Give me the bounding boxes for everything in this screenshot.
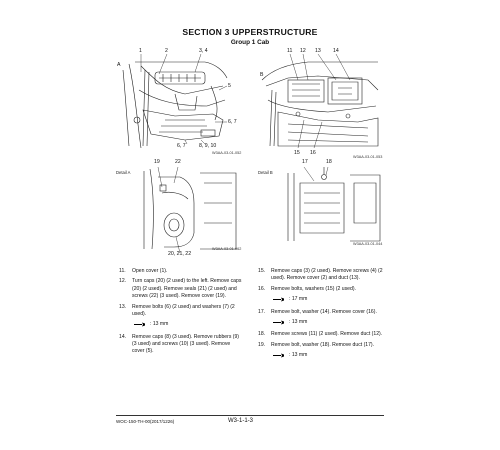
figure-code-top-right: W3AA-03-01-053 bbox=[353, 155, 383, 159]
step-text: Turn caps (20) (2 used) to the left. Rem… bbox=[132, 278, 242, 300]
footer-doc-code: WOC-150-TH-00(2017/1226) bbox=[116, 419, 175, 424]
figure-top-left: 1 2 3, 4 5 6, 7 8, 9, 10 6, 7 A bbox=[115, 48, 243, 154]
callout-5: 5 bbox=[228, 83, 231, 89]
step-19: 19. Remove bolt, washer (18). Remove duc… bbox=[258, 342, 384, 349]
step-14: 14. Remove caps (8) (3 used). Remove rub… bbox=[119, 334, 244, 356]
callout-6-7-right: 6, 7 bbox=[228, 119, 237, 125]
detail-b-illustration bbox=[287, 166, 381, 242]
step-13-spec: : 13 mm bbox=[133, 321, 244, 328]
callout-1: 1 bbox=[139, 48, 142, 54]
figure-code-bottom-left: W3AA-03-01-062 bbox=[212, 247, 242, 251]
detail-a-label: Detail A bbox=[116, 170, 131, 175]
step-12: 12. Turn caps (20) (2 used) to the left.… bbox=[119, 278, 244, 300]
wrench-size: : 13 mm bbox=[150, 321, 169, 328]
section-title: SECTION 3 UPPERSTRUCTURE bbox=[182, 27, 318, 37]
wrench-size: : 13 mm bbox=[289, 352, 308, 359]
step-number: 11. bbox=[119, 268, 126, 274]
step-text: Remove screws (11) (2 used). Remove duct… bbox=[271, 331, 383, 338]
callout-15: 15 bbox=[294, 150, 300, 156]
callout-16: 16 bbox=[310, 150, 316, 156]
step-text: Remove bolt, washer (14). Remove cover (… bbox=[271, 308, 377, 315]
callout-6-7-lower: 6, 7 bbox=[177, 143, 186, 149]
step-text: Remove bolts, washers (15) (2 used). bbox=[271, 285, 356, 292]
wrench-icon bbox=[134, 322, 145, 327]
callout-8-9-10: 8, 9, 10 bbox=[199, 143, 217, 149]
callout-17: 17 bbox=[302, 159, 308, 165]
step-19-spec: : 13 mm bbox=[272, 352, 384, 359]
step-16: 16. Remove bolts, washers (15) (2 used). bbox=[258, 286, 384, 293]
callout-12: 12 bbox=[300, 48, 306, 54]
step-text: Remove bolts (6) (2 used) and washers (7… bbox=[132, 303, 235, 317]
step-text: Remove caps (3) (2 used). Remove screws … bbox=[271, 268, 383, 282]
step-text: Open cover (1). bbox=[132, 268, 168, 274]
callout-14: 14 bbox=[333, 48, 339, 54]
step-16-spec: : 17 mm bbox=[272, 296, 384, 303]
wrench-icon bbox=[273, 353, 284, 358]
cab-rear-right-illustration bbox=[261, 53, 379, 149]
step-17-spec: : 13 mm bbox=[272, 319, 384, 326]
callout-22: 22 bbox=[175, 159, 181, 165]
wrench-size: : 13 mm bbox=[289, 319, 308, 326]
step-number: 17. bbox=[258, 308, 266, 315]
step-18: 18. Remove screws (11) (2 used). Remove … bbox=[258, 331, 384, 338]
callout-18: 18 bbox=[326, 159, 332, 165]
figure-code-top-left: W3AA-03-01-052 bbox=[212, 151, 242, 155]
callout-b: B bbox=[260, 72, 264, 78]
callout-a: A bbox=[117, 62, 121, 68]
step-13: 13. Remove bolts (6) (2 used) and washer… bbox=[119, 304, 244, 319]
step-number: 19. bbox=[258, 341, 266, 348]
cab-interior-left-illustration bbox=[122, 53, 228, 149]
steps-right-column: 15. Remove caps (3) (2 used). Remove scr… bbox=[258, 268, 384, 365]
step-number: 14. bbox=[119, 333, 127, 340]
step-number: 15. bbox=[258, 268, 266, 274]
wrench-size: : 17 mm bbox=[289, 296, 308, 303]
figure-code-bottom-right: W3AA-03-01-044 bbox=[353, 242, 383, 246]
step-number: 18. bbox=[258, 331, 266, 338]
callout-19: 19 bbox=[154, 159, 160, 165]
figure-top-right: 11 12 13 14 15 16 B bbox=[258, 48, 384, 156]
step-number: 16. bbox=[258, 285, 266, 292]
wrench-icon bbox=[273, 297, 284, 302]
detail-b-label: Detail B bbox=[258, 170, 273, 175]
group-title: Group 1 Cab bbox=[230, 39, 270, 46]
detail-a-illustration bbox=[143, 166, 237, 254]
step-number: 12. bbox=[119, 278, 127, 285]
wrench-icon bbox=[273, 320, 284, 325]
callout-13: 13 bbox=[315, 48, 321, 54]
footer-page-number: W3-1-1-3 bbox=[228, 418, 254, 424]
callout-11: 11 bbox=[287, 48, 293, 54]
step-text: Remove bolt, washer (18). Remove duct (1… bbox=[271, 341, 375, 348]
step-17: 17. Remove bolt, washer (14). Remove cov… bbox=[258, 309, 384, 316]
footer-divider bbox=[116, 415, 384, 416]
steps-left-column: 11. Open cover (1). 12. Turn caps (20) (… bbox=[119, 268, 244, 359]
step-text: Remove caps (8) (3 used). Remove rubbers… bbox=[132, 333, 240, 355]
figure-bottom-left: 19 22 20, 21, 22 bbox=[140, 159, 244, 257]
callout-3-4: 3, 4 bbox=[199, 48, 208, 54]
callout-20-21-22: 20, 21, 22 bbox=[168, 251, 192, 257]
step-15: 15. Remove caps (3) (2 used). Remove scr… bbox=[258, 268, 384, 283]
callout-2: 2 bbox=[165, 48, 168, 54]
step-11: 11. Open cover (1). bbox=[119, 268, 244, 275]
figure-bottom-right: 17 18 bbox=[284, 159, 384, 243]
step-number: 13. bbox=[119, 303, 127, 310]
